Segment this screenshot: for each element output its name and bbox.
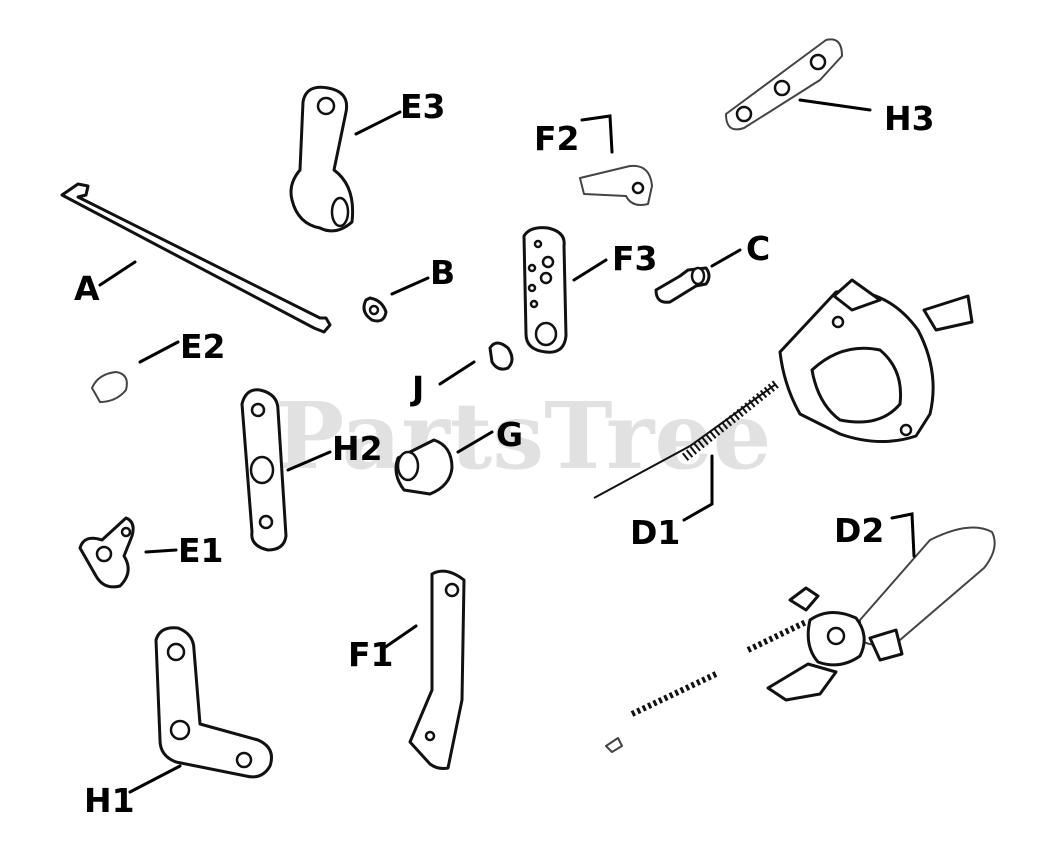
leader-f1 <box>382 624 418 650</box>
callout-d1: D1 <box>630 513 680 552</box>
part-f1-strap <box>408 569 466 770</box>
leader-c <box>710 248 742 268</box>
callout-a: A <box>74 269 100 308</box>
callout-c: C <box>746 229 770 268</box>
callout-h3: H3 <box>884 99 935 138</box>
part-h3-plate <box>725 38 843 131</box>
leader-e1 <box>144 548 178 554</box>
leader-f3 <box>572 258 608 282</box>
part-d1-throttle-control <box>593 278 974 499</box>
part-a-rod <box>60 182 332 334</box>
callout-j: J <box>410 369 424 408</box>
part-e3-clamp <box>289 85 355 233</box>
callout-h2: H2 <box>332 429 383 468</box>
part-d2-lever-assembly <box>605 526 996 753</box>
callout-h1: H1 <box>84 781 135 820</box>
callout-e1: E1 <box>178 531 224 570</box>
callout-b: B <box>430 253 455 292</box>
callout-e3: E3 <box>400 87 446 126</box>
part-e1-clip <box>78 516 135 589</box>
part-b-clip <box>362 296 388 323</box>
leader-e3 <box>354 110 402 136</box>
part-f2-bracket <box>579 164 653 206</box>
leader-f2 <box>580 114 614 154</box>
callout-e2: E2 <box>180 327 226 366</box>
leader-b <box>390 276 430 296</box>
part-h1-bracket <box>154 626 273 779</box>
watermark: PartsTree <box>275 382 771 490</box>
leader-h3 <box>798 98 872 112</box>
callout-g: G <box>496 415 523 454</box>
leader-d1 <box>682 454 714 522</box>
leader-a <box>98 260 137 287</box>
part-h2-plate <box>240 388 288 552</box>
callout-f2: F2 <box>534 119 580 158</box>
part-g-bushing <box>394 438 454 496</box>
part-c-pin <box>654 266 711 304</box>
part-e2-clip <box>91 371 128 403</box>
callout-d2: D2 <box>834 511 884 550</box>
leader-g <box>456 430 494 454</box>
leader-d2 <box>890 512 916 558</box>
callout-f1: F1 <box>348 635 394 674</box>
leader-h1 <box>128 764 182 794</box>
part-j-ring <box>488 341 514 371</box>
callout-f3: F3 <box>612 239 658 278</box>
leader-h2 <box>286 450 332 472</box>
leader-j <box>438 360 476 386</box>
leader-e2 <box>138 340 180 364</box>
part-f3-plate <box>522 226 568 354</box>
